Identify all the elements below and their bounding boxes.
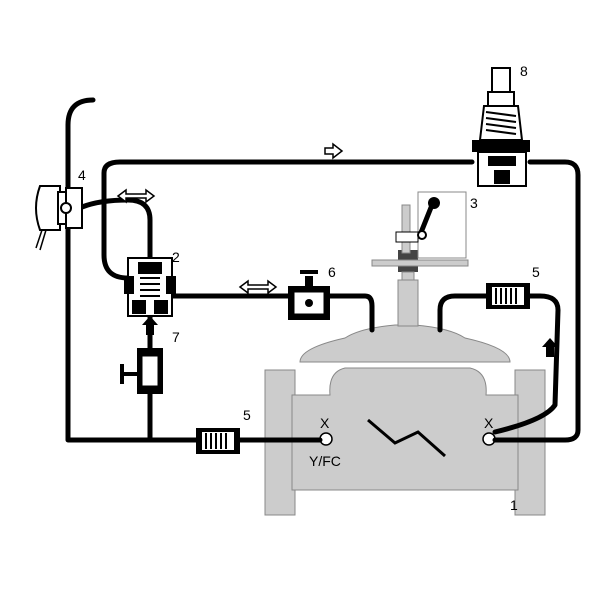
solenoid-valve [35,185,83,251]
callout-needle-valve: 6 [328,264,336,280]
callout-pilot-2: 2 [172,249,180,265]
callout-reducing-pilot: 8 [520,63,528,79]
ball-valve [120,348,163,394]
control-piping [65,97,581,443]
inlet-strainer [196,428,240,454]
needle-valve [288,270,330,320]
bidirectional-arrow-icon [116,188,278,295]
pilot-valve [124,257,176,317]
callout-strainer-outlet: 5 [532,264,540,280]
port-label-inlet: X [320,415,330,431]
flow-arrow-icon [142,142,558,357]
port-label-outlet: X [484,415,494,431]
main-valve-body [264,250,546,516]
position-indicator [371,191,469,267]
callout-main-valve: 1 [510,497,518,513]
callout-position-indicator: 3 [470,195,478,211]
callout-strainer-inlet: 5 [243,407,251,423]
port-label-inlet-sub: Y/FC [309,453,341,469]
callout-solenoid: 4 [78,167,86,183]
callout-ball-valve: 7 [172,329,180,345]
outlet-strainer [486,283,530,309]
reducing-pilot [472,67,530,187]
